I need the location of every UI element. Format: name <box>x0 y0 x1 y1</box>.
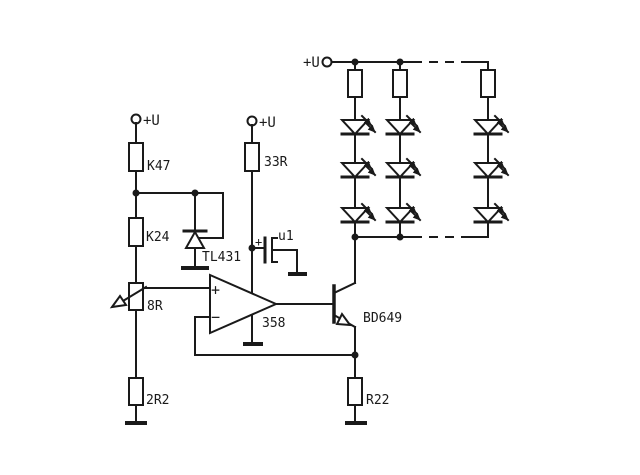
junction-dot <box>191 189 199 197</box>
led-string-1 <box>342 62 375 237</box>
resistor-33r <box>244 142 260 172</box>
resistor-r22 <box>347 377 363 406</box>
label-33r: 33R <box>264 155 288 170</box>
tl431-symbol <box>184 229 206 249</box>
emitter-arrow <box>335 312 353 327</box>
cap-polarity-sign: + <box>255 235 262 249</box>
opamp-minus-sign: − <box>211 308 220 326</box>
output-stage: BD649 R22 <box>332 236 402 425</box>
supply-label-mid: +U <box>259 115 276 131</box>
label-k24: K24 <box>146 230 170 245</box>
divider-branch: +U K47 K24 8R 2R2 <box>109 113 170 425</box>
led-string-2 <box>387 62 420 237</box>
label-k47: K47 <box>147 159 170 174</box>
resistor-k47 <box>128 142 144 172</box>
junction-dot <box>396 233 404 241</box>
label-u1: u1 <box>278 229 294 244</box>
junction-dot <box>396 58 404 66</box>
opamp-triangle <box>209 273 279 335</box>
label-8r: 8R <box>147 299 163 314</box>
supply-terminal-top <box>321 56 333 68</box>
supply-label-top: +U <box>303 55 320 71</box>
opamp-plus-sign: + <box>211 281 220 299</box>
pot-wiper <box>121 285 148 303</box>
opamp-supply-branch: +U 33R u1 + <box>244 115 307 295</box>
label-bd649: BD649 <box>363 311 402 326</box>
label-2r2: 2R2 <box>146 393 169 408</box>
resistor-k24 <box>128 217 144 247</box>
led-array: +U <box>303 55 508 241</box>
opamp: + − 358 <box>142 273 356 356</box>
junction-dot <box>351 58 359 66</box>
label-r22: R22 <box>366 393 389 408</box>
label-358: 358 <box>262 316 285 331</box>
voltage-reference: TL431 <box>135 189 241 270</box>
pot-wiper-arrow <box>109 294 128 309</box>
label-tl431: TL431 <box>202 250 241 265</box>
supply-label-left: +U <box>143 113 160 129</box>
junction-dot <box>248 244 256 252</box>
resistor-2r2 <box>128 377 144 406</box>
led-string-n <box>475 62 508 237</box>
